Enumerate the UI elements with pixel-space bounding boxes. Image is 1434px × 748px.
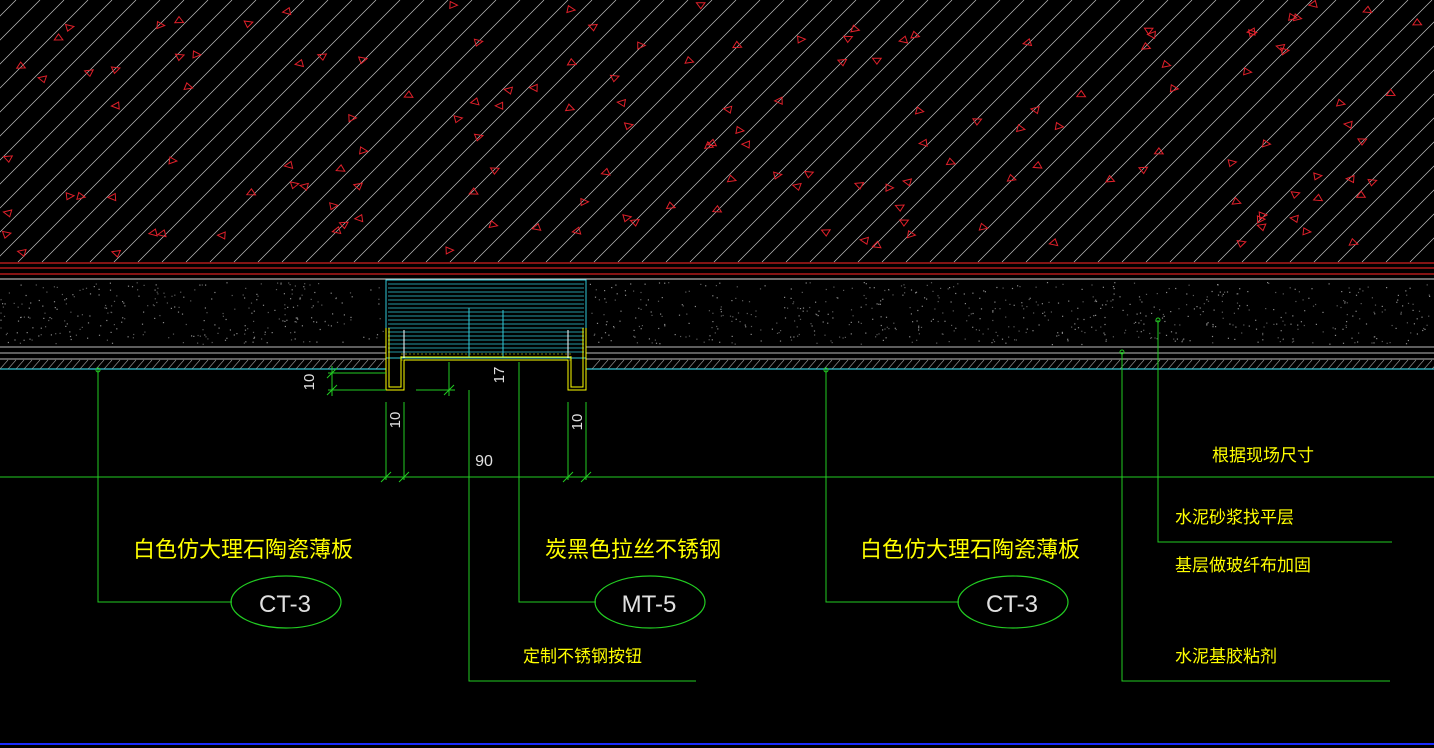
dimension-lines: [326, 362, 592, 483]
dimension-10-left: 10: [387, 412, 404, 429]
left-material-label: 白色仿大理石陶瓷薄板: [133, 538, 353, 563]
site-size-label: 根据现场尺寸: [1212, 446, 1314, 466]
center-tag-text: MT-5: [622, 591, 677, 618]
mortar-label: 水泥砂浆找平层: [1175, 508, 1294, 528]
button-note-label: 定制不锈钢按钮: [523, 647, 642, 667]
adhesive-label: 水泥基胶粘剂: [1175, 647, 1277, 667]
right-tag-text: CT-3: [986, 591, 1038, 618]
leader-lines: [97, 320, 1392, 682]
mortar-layer-speckle: [0, 282, 1431, 346]
tile-layer-lines: [0, 346, 1434, 360]
concrete-aggregate-marks: [1, 0, 1423, 258]
structural-finish-lines: [0, 262, 1434, 275]
steel-insert: [385, 279, 587, 391]
fiberglass-label: 基层做玻纤布加固: [1175, 556, 1311, 576]
center-material-label: 炭黑色拉丝不锈钢: [545, 538, 721, 563]
tag-ellipses: [230, 575, 1069, 629]
leader-dots: [95, 317, 1161, 373]
dimension-90: 90: [475, 453, 493, 470]
right-material-label: 白色仿大理石陶瓷薄板: [860, 538, 1080, 563]
left-tag-text: CT-3: [259, 591, 311, 618]
dimension-17: 17: [491, 367, 508, 384]
dimension-10-right: 10: [569, 414, 586, 431]
concrete-hatch: [0, 0, 1434, 263]
tile-hatch: [0, 359, 1434, 370]
dimension-10-vertical: 10: [301, 374, 318, 391]
